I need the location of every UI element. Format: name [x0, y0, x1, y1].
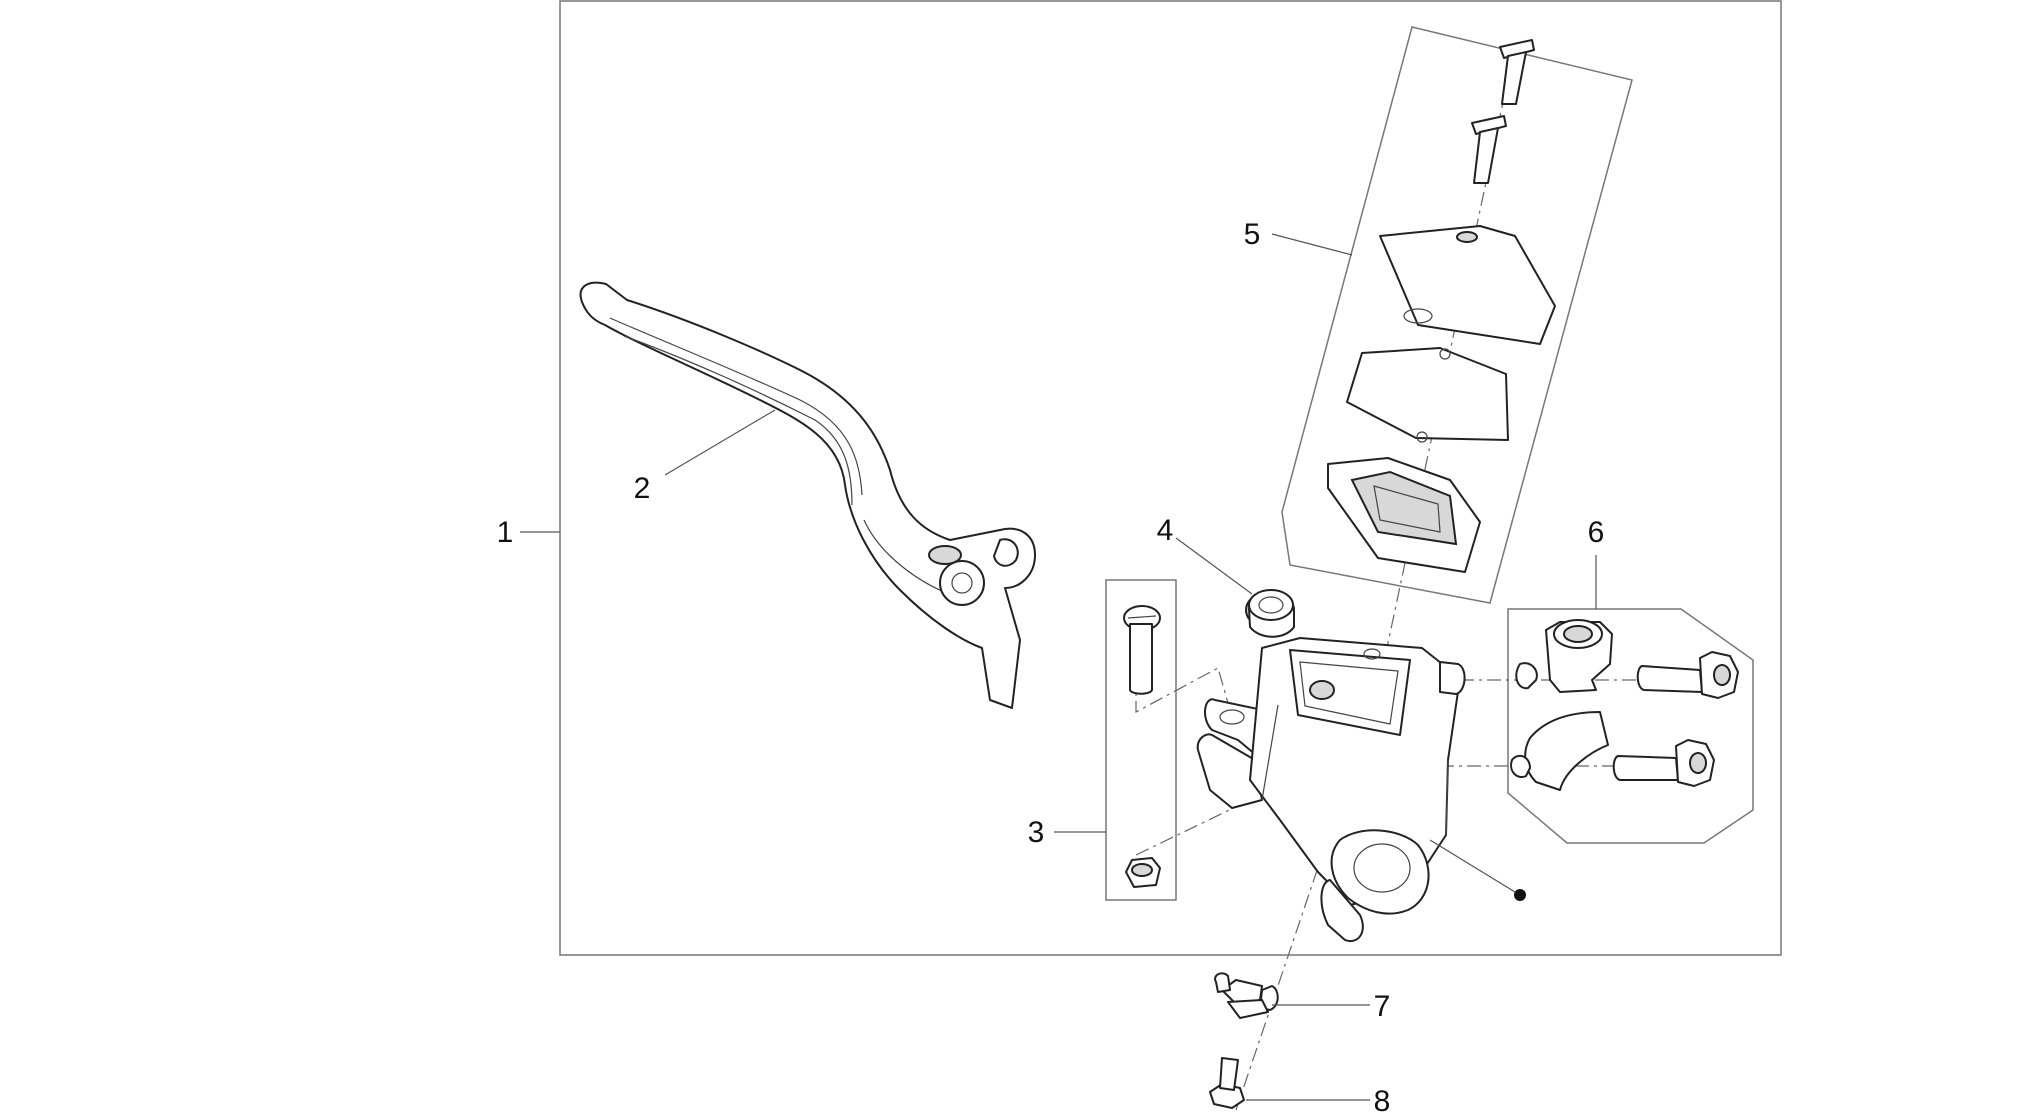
callout-1: 1 — [497, 516, 514, 549]
callout-5: 5 — [1244, 218, 1261, 251]
group-frame-6 — [1507, 608, 1754, 844]
switch-screw — [1209, 1057, 1245, 1109]
callout-3: 3 — [1028, 816, 1045, 849]
callout-5-leader — [1271, 233, 1353, 256]
dust-cap — [1245, 589, 1295, 638]
callout-6: 6 — [1588, 516, 1605, 549]
callout-2-leader — [664, 409, 776, 476]
callout-4: 4 — [1157, 514, 1174, 547]
cap-screw-lower — [1471, 115, 1507, 184]
reservoir-cap-assembly — [1327, 39, 1556, 573]
master-cylinder-body — [1196, 637, 1466, 943]
reference-dot — [1514, 889, 1526, 901]
callout-2: 2 — [634, 472, 651, 505]
reservoir-cap — [1379, 225, 1556, 345]
group-frame-3 — [1105, 579, 1177, 901]
reservoir-plate — [1346, 347, 1509, 441]
lever-pivot-bolt — [1123, 605, 1161, 695]
dot-leader — [1429, 839, 1516, 893]
callout-7: 7 — [1374, 990, 1391, 1023]
callout-8: 8 — [1374, 1085, 1391, 1117]
brake-light-switch — [1214, 972, 1279, 1019]
cap-screw-upper — [1499, 39, 1535, 105]
handlebar-clamp — [1510, 619, 1613, 791]
assembly-frame — [559, 0, 1782, 956]
clamp-bolt-upper — [1636, 651, 1739, 699]
callout-4-leader — [1175, 537, 1253, 595]
clamp-bolt-lower — [1612, 739, 1715, 787]
lever-pivot-nut — [1125, 857, 1161, 888]
group-frame-5 — [1281, 26, 1633, 604]
brake-lever — [579, 281, 1036, 709]
